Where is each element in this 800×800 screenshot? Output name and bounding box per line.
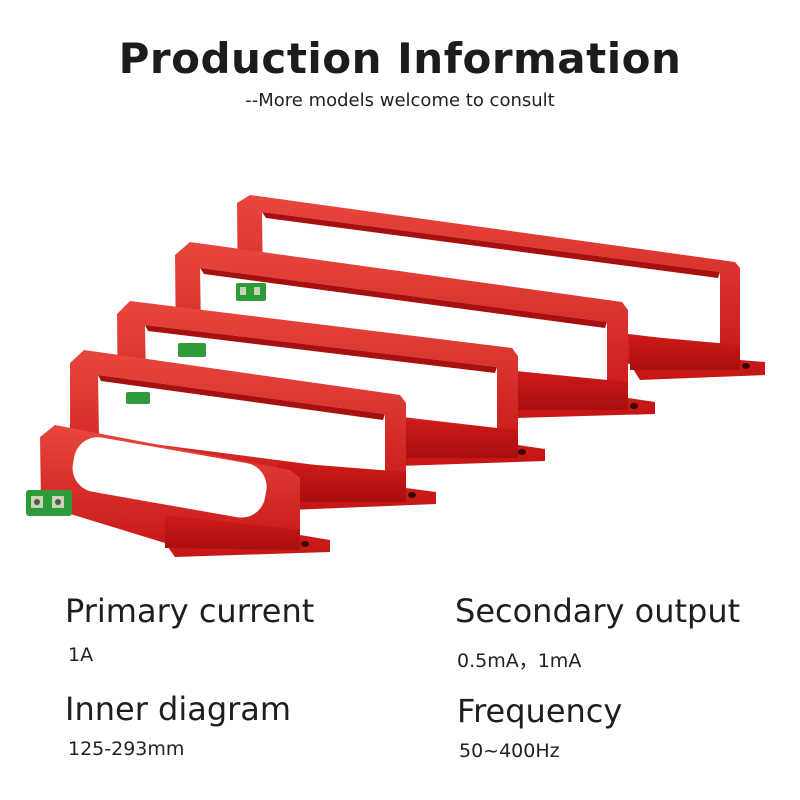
primary-current-label: Primary current <box>65 592 315 630</box>
secondary-output-value: 0.5mA，1mA <box>457 650 582 672</box>
product-photo <box>26 195 765 557</box>
frequency-value: 50~400Hz <box>459 740 560 762</box>
secondary-output-label: Secondary output <box>455 592 741 630</box>
inner-diagram-label: Inner diagram <box>65 690 292 728</box>
page-subtitle: --More models welcome to consult <box>245 90 555 111</box>
frequency-label: Frequency <box>457 692 623 730</box>
primary-current-value: 1A <box>68 644 94 666</box>
transformer-frame-xs <box>26 425 330 557</box>
inner-diagram-value: 125-293mm <box>68 738 185 760</box>
page-title: Production Information <box>118 34 682 83</box>
